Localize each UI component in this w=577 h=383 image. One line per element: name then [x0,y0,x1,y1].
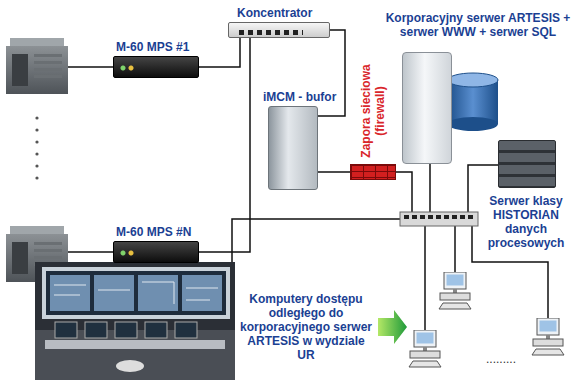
network-cable [199,38,240,67]
corporate-server: Korporacyjny serwer ARTESIS + serwer WWW… [402,52,452,164]
network-hub: Koncentrator [228,22,330,38]
device-label: Zapora sieciowa (firewall) [359,61,387,161]
monitoring-device: M-60 MPS #1 [113,56,199,78]
continuation-dots: ......... [486,352,516,366]
network-cable [318,171,350,173]
historian-server: Serwer klasy HISTORIAN danych procesowyc… [498,140,556,188]
monitoring-device: M-60 MPS #N [113,241,199,263]
device-label: Koncentrator [237,6,312,20]
device-label: iMCM - bufor [263,90,336,104]
firewall: Zapora sieciowa (firewall) [350,164,396,180]
remote-access-note: Komputery dostępu odległego do korporacy… [238,292,374,362]
device-label: M-60 MPS #N [116,225,191,239]
device-label: Korporacyjny serwer ARTESIS + serwer WWW… [383,11,573,39]
device-label: M-60 MPS #1 [116,40,189,54]
buffer-server: iMCM - bufor [268,106,318,190]
network-cable [199,38,250,252]
device-label: Serwer klasy HISTORIAN danych procesowyc… [479,194,573,250]
